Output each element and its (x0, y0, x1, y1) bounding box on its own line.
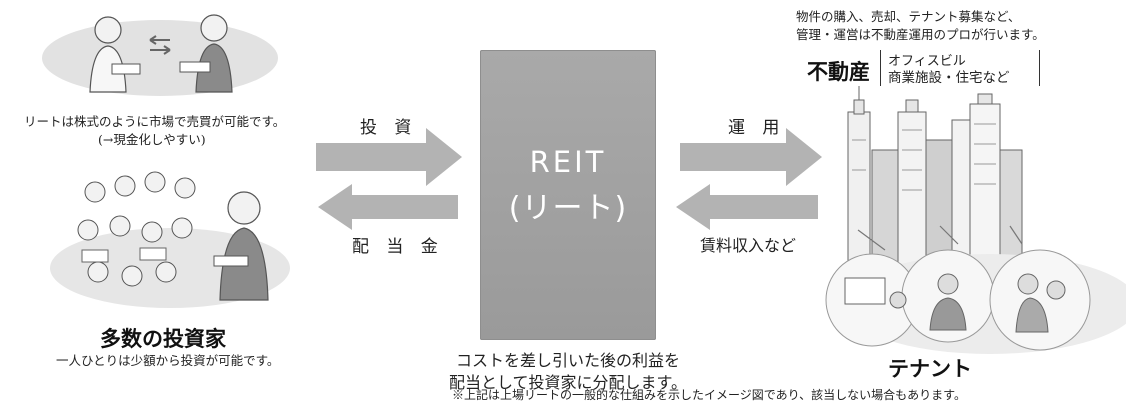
dividend-label: 配 当 金 (352, 237, 444, 257)
footnote: ※上記は上場リートの一般的な仕組みを示したイメージ図であり、該当しない場合もあり… (452, 388, 966, 402)
operate-label: 運 用 (728, 118, 786, 138)
tenant-title: テナント (888, 356, 972, 381)
investors-subtitle: 一人ひとりは少額から投資が可能です。 (56, 353, 280, 368)
pro-note-line2: 管理・運営は不動産運用のプロが行います。 (796, 27, 1045, 42)
reit-caption-line1: コストを差し引いた後の利益を (455, 351, 680, 370)
dividend-arrow (318, 184, 458, 230)
reit-caption-line2: 配当として投資家に分配します。 (449, 373, 687, 392)
real-estate-types-bracket (880, 50, 1040, 86)
real-estate-types-line1: オフィスビル (888, 54, 966, 69)
investors-crowd-illustration (50, 171, 290, 308)
pro-note-line1: 物件の購入、売却、テナント募集など、 (796, 9, 1021, 24)
reit-box (480, 50, 656, 340)
reit-label-line1: REIT (529, 145, 607, 179)
tenant-illustration (825, 225, 1126, 354)
rent-arrow (676, 184, 818, 230)
market-note-line2: (→現金化しやすい) (98, 132, 206, 147)
real-estate-title: 不動産 (807, 59, 870, 84)
operate-arrow (680, 128, 822, 186)
reit-label-line2: (リート) (508, 191, 628, 226)
investors-title: 多数の投資家 (100, 326, 226, 351)
traders-illustration (42, 14, 278, 96)
market-note-line1: リートは株式のように市場で売買が可能です。 (24, 114, 286, 129)
rent-label: 賃料収入など (700, 236, 797, 255)
invest-label: 投 資 (360, 118, 418, 138)
real-estate-types-line2: 商業施設・住宅など (888, 70, 1010, 86)
invest-arrow (316, 128, 462, 186)
